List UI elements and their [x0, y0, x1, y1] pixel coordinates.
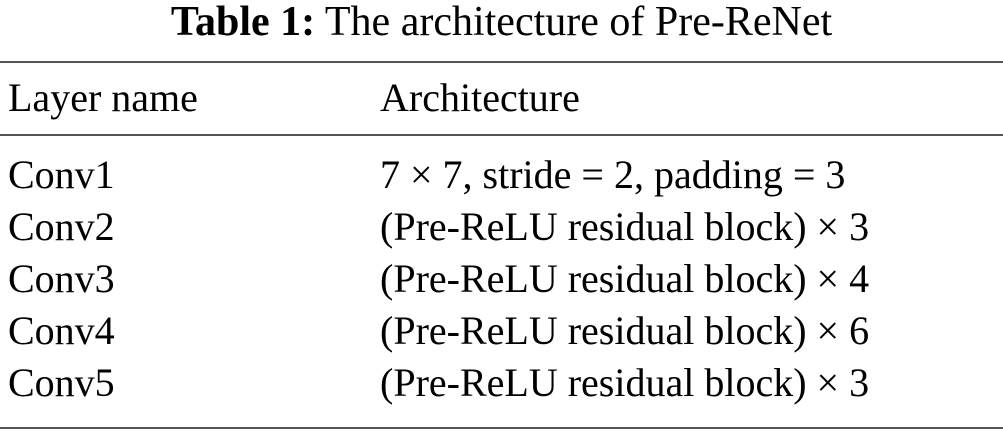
row-layer-name: Conv5 [8, 360, 115, 405]
table-caption: Table 1: The architecture of Pre-ReNet [0, 0, 1003, 52]
row-layer-name: Conv1 [8, 152, 115, 197]
row-architecture: (Pre-ReLU residual block) × 3 [380, 360, 870, 405]
row-architecture: (Pre-ReLU residual block) × 3 [380, 204, 870, 249]
row-layer-name: Conv3 [8, 256, 115, 301]
header-rule [0, 134, 1003, 136]
header-layer-name: Layer name [8, 75, 198, 120]
row-architecture: 7 × 7, stride = 2, padding = 3 [380, 152, 846, 197]
bottom-rule [0, 427, 1003, 429]
caption-label: Table 1: [170, 0, 316, 45]
row-architecture: (Pre-ReLU residual block) × 6 [380, 308, 870, 353]
top-rule [0, 61, 1003, 63]
caption-text: The architecture of Pre-ReNet [324, 0, 833, 45]
row-architecture: (Pre-ReLU residual block) × 4 [380, 256, 870, 301]
header-architecture: Architecture [380, 75, 580, 120]
row-layer-name: Conv2 [8, 204, 115, 249]
row-layer-name: Conv4 [8, 308, 115, 353]
